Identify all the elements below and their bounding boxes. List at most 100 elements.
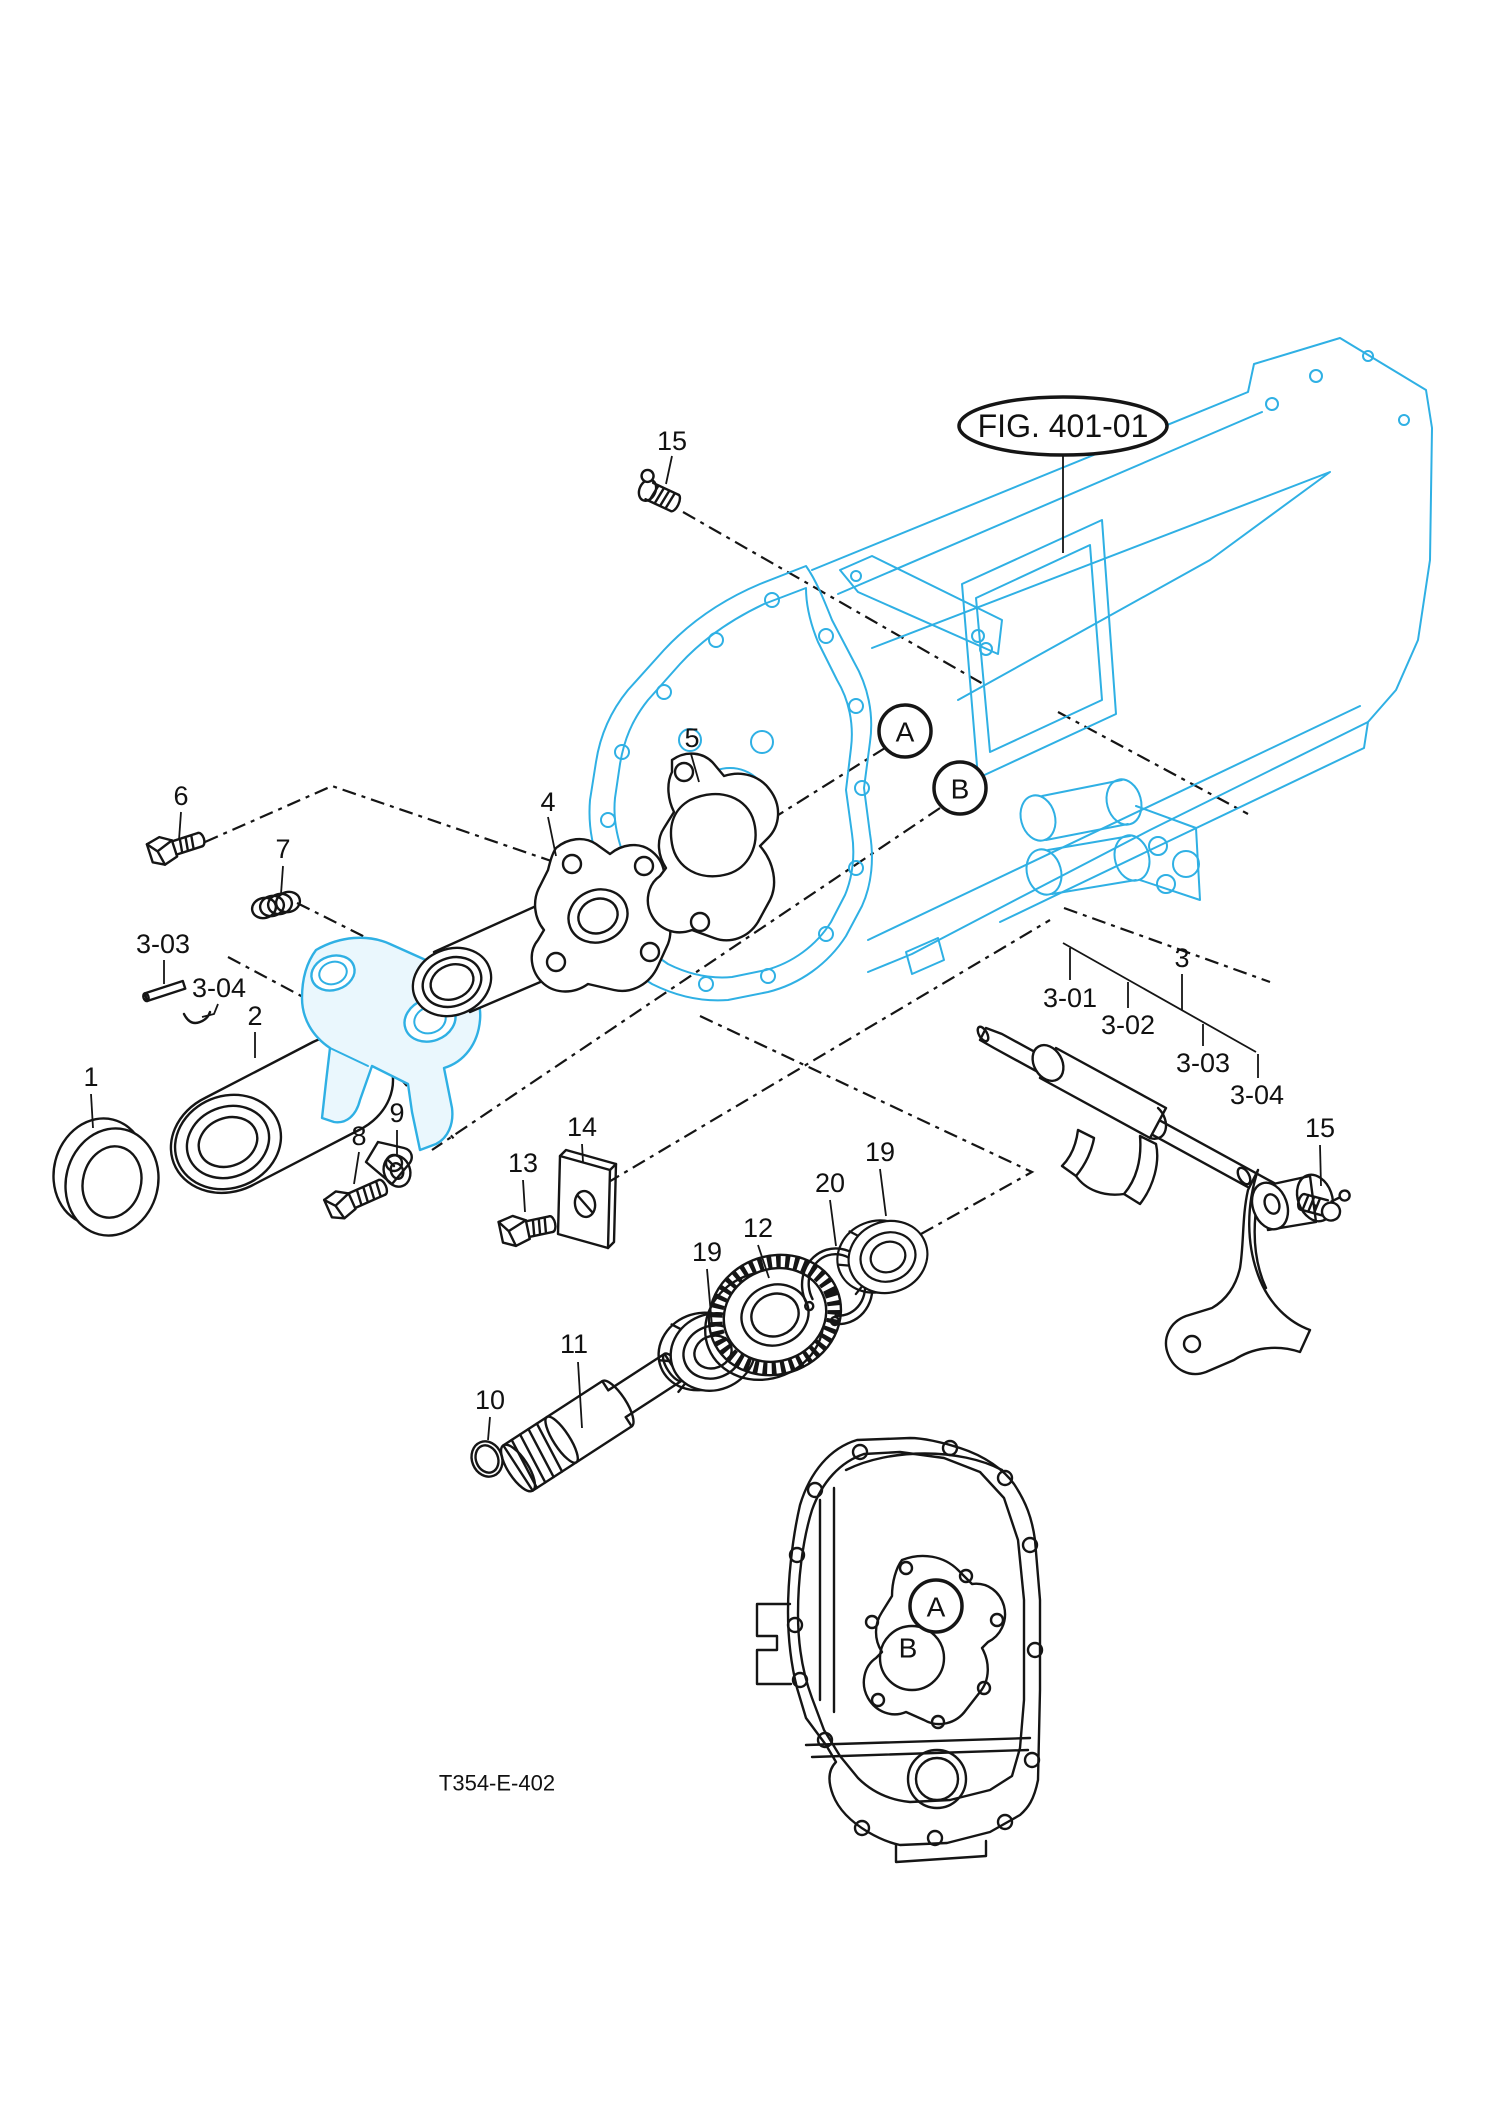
callout-19-left: 19 [692, 1237, 722, 1267]
callout-11: 11 [560, 1329, 588, 1359]
part19-bearing-right [836, 1219, 929, 1296]
cover-marker-b-label: B [899, 1633, 918, 1664]
cover-foot [894, 1839, 988, 1864]
cover-marker-a-label: A [927, 1592, 946, 1623]
part13-bolt [497, 1214, 557, 1248]
housing-window [961, 519, 1117, 779]
figure-reference-label: FIG. 401-01 [978, 408, 1149, 444]
callout-19-right: 19 [865, 1137, 895, 1167]
part9-lock-washer [382, 1154, 412, 1188]
housing-bosses [1019, 778, 1201, 901]
part3-03-pin-left [142, 979, 187, 1003]
dash-leader-marker-b [431, 807, 941, 1151]
callout-2: 2 [247, 1001, 262, 1031]
cover-left-tabs [755, 1602, 793, 1686]
part15-screw-top [637, 468, 682, 513]
housing-bottom-rim [999, 721, 1369, 923]
part12-gear [703, 1253, 843, 1382]
housing-front-flange [588, 565, 873, 1002]
housing-top-holes [1265, 350, 1410, 426]
housing-top-bracket-hole [971, 629, 985, 643]
drawing-code: T354-E-402 [439, 1771, 555, 1796]
callout-3-03-right: 3-03 [1176, 1048, 1230, 1078]
housing-hole [750, 730, 774, 754]
cover-flange-seam [804, 1736, 1032, 1759]
callout-1: 1 [83, 1062, 98, 1092]
rail-fork-prong-left [1060, 1128, 1096, 1178]
housing-top-rib [871, 471, 1331, 701]
callout-6: 6 [173, 781, 188, 811]
cover-bottom-hole-outer [906, 1748, 968, 1810]
callout-3-04-right: 3-04 [1230, 1080, 1284, 1110]
callout-3-01: 3-01 [1043, 983, 1097, 1013]
housing-top-bracket [839, 555, 1003, 655]
part6-bolt [145, 831, 206, 866]
callout-8: 8 [351, 1121, 366, 1151]
cover-bolt-holes [786, 1439, 1044, 1847]
part1-seal-ring [52, 1117, 160, 1237]
part3-bracket-line [1062, 942, 1257, 1053]
marker-b-label: B [951, 774, 970, 805]
callout-3-02: 3-02 [1101, 1010, 1155, 1040]
callout-labels: 1 2 3 3-01 3-02 3-03 3-04 3-03 3-04 4 5 … [83, 426, 1335, 1415]
callout-3-04-left: 3-04 [192, 973, 246, 1003]
callout-9: 9 [389, 1098, 404, 1128]
marker-a-circle [877, 703, 933, 759]
cover-gasket-outline [862, 1554, 1007, 1726]
callout-20: 20 [815, 1168, 845, 1198]
figure-reference-balloon: FIG. 401-01 [957, 395, 1169, 457]
part2-bottom-ear [364, 1140, 413, 1186]
part14-lock-plate [556, 1148, 618, 1250]
callout-10: 10 [475, 1385, 505, 1415]
rail-bracket-arm [1164, 1168, 1312, 1376]
rail-fork-prong-right [1122, 1134, 1159, 1206]
marker-a-label: A [896, 717, 915, 748]
callout-12: 12 [743, 1213, 773, 1243]
callout-7: 7 [275, 834, 290, 864]
callout-4: 4 [540, 787, 555, 817]
label-leader-lines [90, 455, 1322, 1441]
housing-top-bracket-hole [979, 642, 993, 656]
callout-15-right: 15 [1305, 1113, 1335, 1143]
dash-leader-housing-lower [1063, 906, 1271, 984]
part8-bolt [322, 1178, 389, 1220]
part7-spring [250, 890, 302, 920]
part5-gasket-outline [646, 752, 780, 942]
part3-shift-rail-assembly [976, 1025, 1335, 1376]
housing-bottom-tab [905, 937, 945, 975]
housing-window-inner [975, 544, 1103, 753]
part5-gasket-inner [669, 792, 757, 878]
cover-gasket-bolt-holes [864, 1560, 1005, 1730]
cover-inner-outline [796, 1450, 1026, 1804]
part5-gasket [646, 752, 780, 942]
marker-b-circle [932, 760, 988, 816]
part15-screw-right [1296, 1189, 1351, 1222]
dash-leader-bearing19 [699, 1015, 1035, 1245]
callout-5: 5 [684, 723, 699, 753]
cover-opening-b [878, 1624, 946, 1692]
housing-hole [678, 728, 702, 752]
part11-shaft [499, 1352, 685, 1493]
callout-14: 14 [567, 1112, 597, 1142]
rail-hub-end [1148, 1106, 1168, 1140]
callout-3: 3 [1174, 943, 1189, 973]
housing-top-bracket-hole [850, 570, 862, 582]
housing-top-inner-edge [837, 411, 1263, 595]
transmission-housing-drawing [588, 337, 1433, 1002]
part3-04-clip-left [182, 1010, 212, 1025]
callout-3-03-left: 3-03 [136, 929, 190, 959]
rail-fork-arc [1074, 1174, 1126, 1196]
cover-marker-a-circle [908, 1578, 964, 1634]
cover-top-arc [844, 1452, 1004, 1472]
bottom-cover-housing [755, 1436, 1044, 1864]
view-markers: A B A B [877, 703, 988, 1664]
dash-leader-screw15-top [682, 511, 986, 686]
dash-leader-bolt6 [204, 784, 561, 866]
part4-flange [530, 837, 672, 993]
housing-bottom-inner-edge [867, 705, 1361, 941]
callout-13: 13 [508, 1148, 538, 1178]
housing-body-outline [811, 337, 1433, 973]
callout-15-top: 15 [657, 426, 687, 456]
